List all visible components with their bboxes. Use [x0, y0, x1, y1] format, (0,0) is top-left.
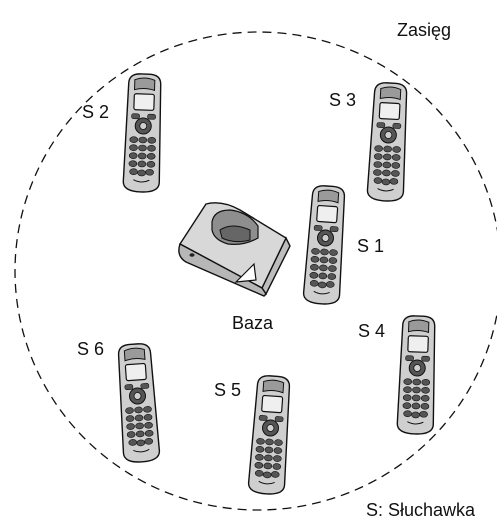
handset-label-s4: S 4 [358, 321, 385, 342]
handset-label-s2: S 2 [82, 102, 109, 123]
range-label: Zasięg [397, 20, 451, 41]
legend-label: S: Słuchawka [366, 500, 475, 521]
handset-s6 [116, 343, 160, 463]
handset-label-s5: S 5 [214, 380, 241, 401]
handset-s5 [248, 375, 292, 495]
handset-label-s1: S 1 [357, 236, 384, 257]
handset-s2 [123, 73, 163, 192]
handset-s3 [367, 82, 409, 202]
handset-label-s6: S 6 [77, 339, 104, 360]
handset-s1 [303, 185, 347, 305]
handset-s4 [397, 315, 437, 434]
base-label: Baza [232, 313, 273, 334]
handset-label-s3: S 3 [329, 90, 356, 111]
base-station [179, 203, 290, 296]
